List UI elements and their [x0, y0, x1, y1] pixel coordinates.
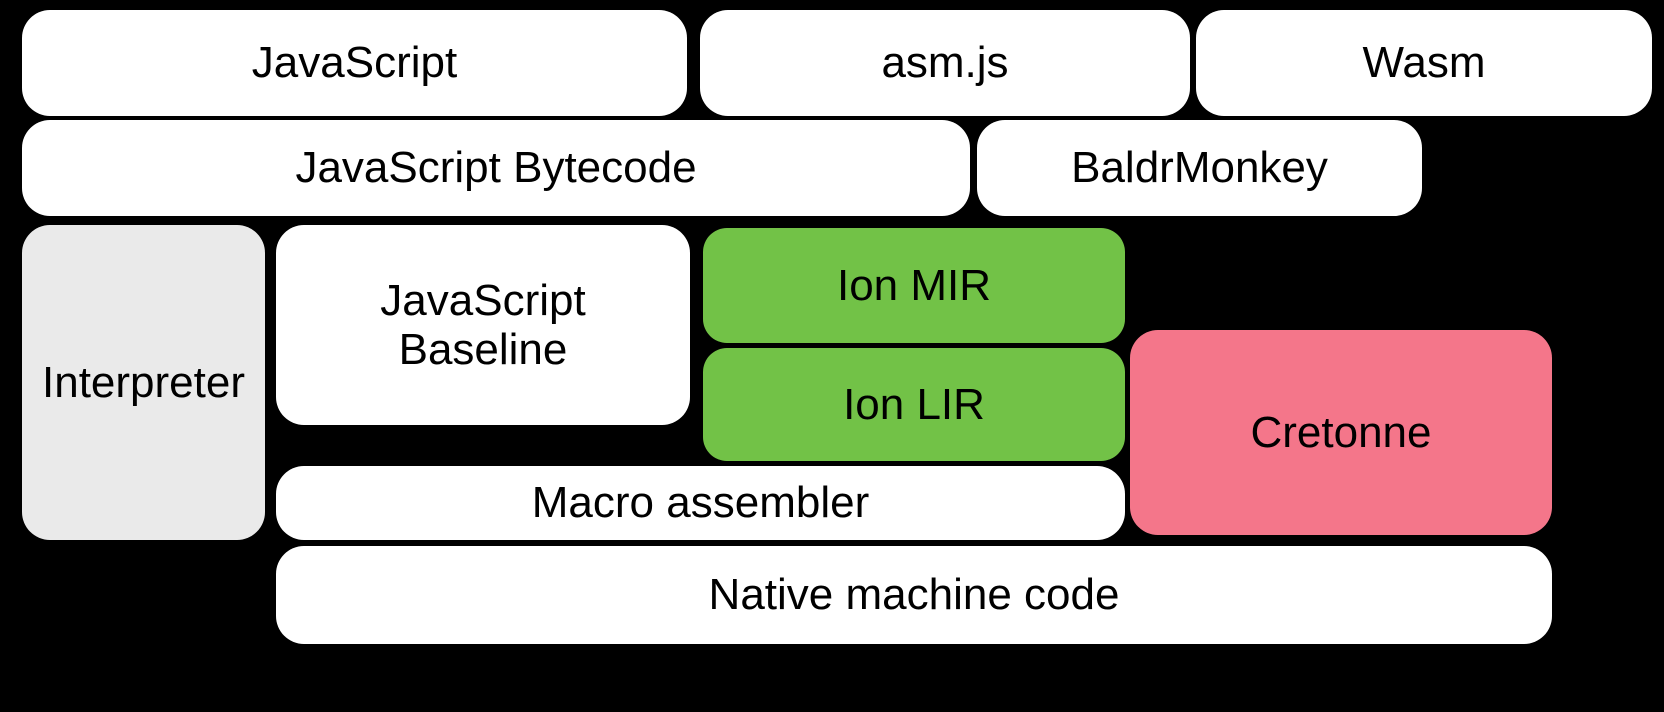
node-native-machine-code[interactable]: Native machine code: [276, 546, 1552, 644]
node-javascript[interactable]: JavaScript: [22, 10, 687, 116]
node-javascript-baseline[interactable]: JavaScript Baseline: [276, 225, 690, 425]
node-ion-mir[interactable]: Ion MIR: [703, 228, 1125, 343]
node-wasm[interactable]: Wasm: [1196, 10, 1652, 116]
node-macro-assembler[interactable]: Macro assembler: [276, 466, 1125, 540]
node-javascript-bytecode[interactable]: JavaScript Bytecode: [22, 120, 970, 216]
node-cretonne[interactable]: Cretonne: [1130, 330, 1552, 535]
node-asm-js[interactable]: asm.js: [700, 10, 1190, 116]
node-ion-lir[interactable]: Ion LIR: [703, 348, 1125, 461]
node-interpreter[interactable]: Interpreter: [22, 225, 265, 540]
node-baldrmonkey[interactable]: BaldrMonkey: [977, 120, 1422, 216]
